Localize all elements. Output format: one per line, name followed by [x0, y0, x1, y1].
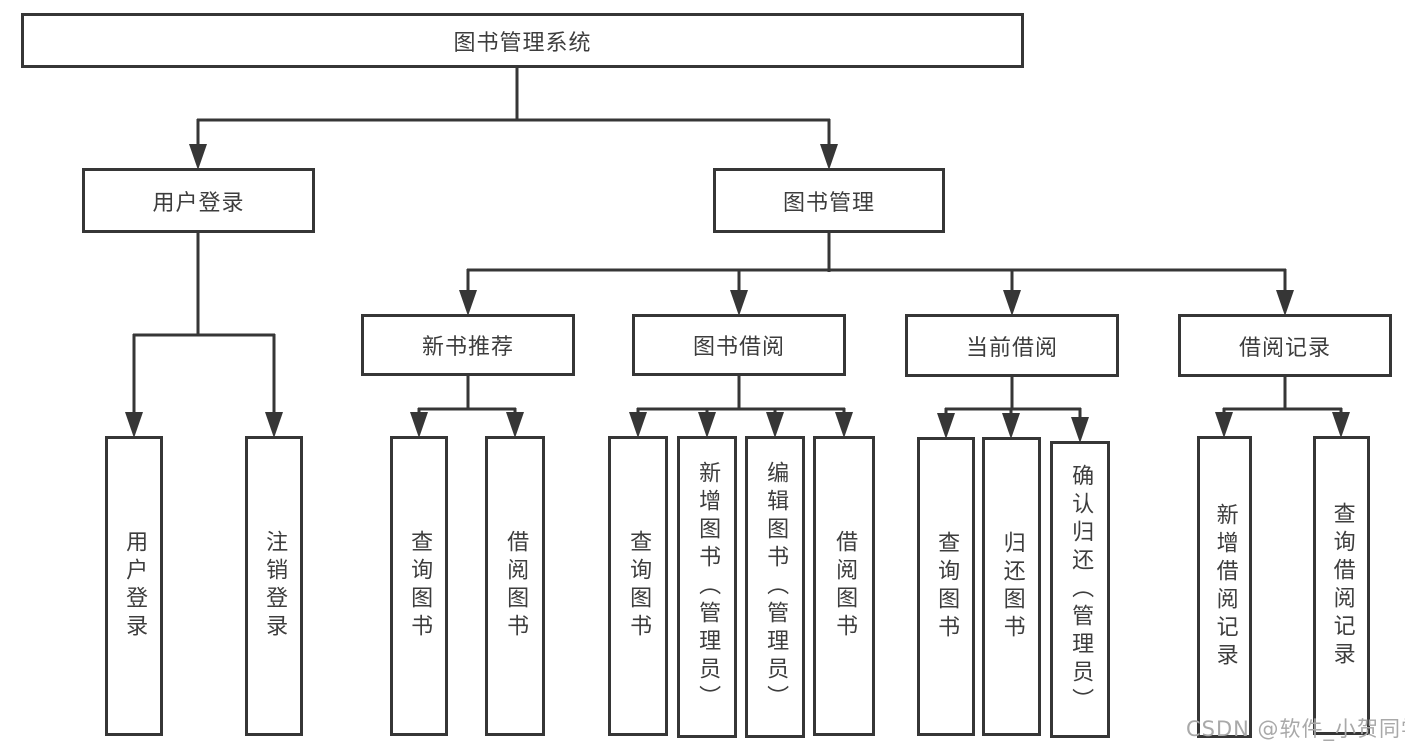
arrow-down-icon: [410, 412, 428, 438]
arrow-down-icon: [1071, 417, 1089, 443]
arrow-down-icon: [937, 413, 955, 439]
arrow-down-icon: [1002, 413, 1020, 439]
node-book-management: 图书管理: [713, 168, 945, 233]
leaf-borrow-books-recommend: 借阅图书: [485, 436, 545, 736]
node-user-login: 用户登录: [82, 168, 315, 233]
arrow-down-icon: [1215, 412, 1233, 438]
node-borrowing-records: 借阅记录: [1178, 314, 1392, 377]
node-book-borrowing: 图书借阅: [632, 314, 846, 376]
arrow-down-icon: [766, 412, 784, 438]
arrow-down-icon: [1003, 290, 1021, 316]
leaf-add-borrow-record: 新增借阅记录: [1197, 436, 1252, 738]
arrow-down-icon: [1276, 290, 1294, 316]
leaf-return-books: 归还图书: [982, 437, 1041, 736]
leaf-query-books-current: 查询图书: [917, 437, 975, 736]
arrow-down-icon: [629, 412, 647, 438]
leaf-query-borrow-record: 查询借阅记录: [1313, 436, 1370, 735]
leaf-borrow-books: 借阅图书: [813, 436, 875, 736]
arrow-down-icon: [125, 412, 143, 438]
node-new-book-recommendation: 新书推荐: [361, 314, 575, 376]
leaf-logout: 注销登录: [245, 436, 303, 736]
arrow-down-icon: [1332, 412, 1350, 438]
arrow-down-icon: [265, 412, 283, 438]
arrow-down-icon: [698, 412, 716, 438]
node-library-management-system: 图书管理系统: [21, 13, 1024, 68]
leaf-edit-books-admin: 编辑图书（管理员）: [745, 436, 805, 738]
node-current-borrowing: 当前借阅: [905, 314, 1119, 377]
arrow-down-icon: [459, 290, 477, 316]
arrow-down-icon: [820, 144, 838, 170]
leaf-query-books-recommend: 查询图书: [390, 436, 448, 736]
arrowheads: [125, 144, 1350, 443]
leaf-query-books-borrowing: 查询图书: [608, 436, 668, 736]
csdn-watermark: CSDN @软件_小贺同学: [1186, 717, 1405, 741]
arrow-down-icon: [730, 290, 748, 316]
leaf-confirm-return-admin: 确认归还（管理员）: [1050, 441, 1110, 738]
leaf-add-books-admin: 新增图书（管理员）: [677, 436, 737, 738]
arrow-down-icon: [506, 412, 524, 438]
arrow-down-icon: [835, 412, 853, 438]
arrow-down-icon: [189, 144, 207, 170]
leaf-user-login: 用户登录: [105, 436, 163, 736]
